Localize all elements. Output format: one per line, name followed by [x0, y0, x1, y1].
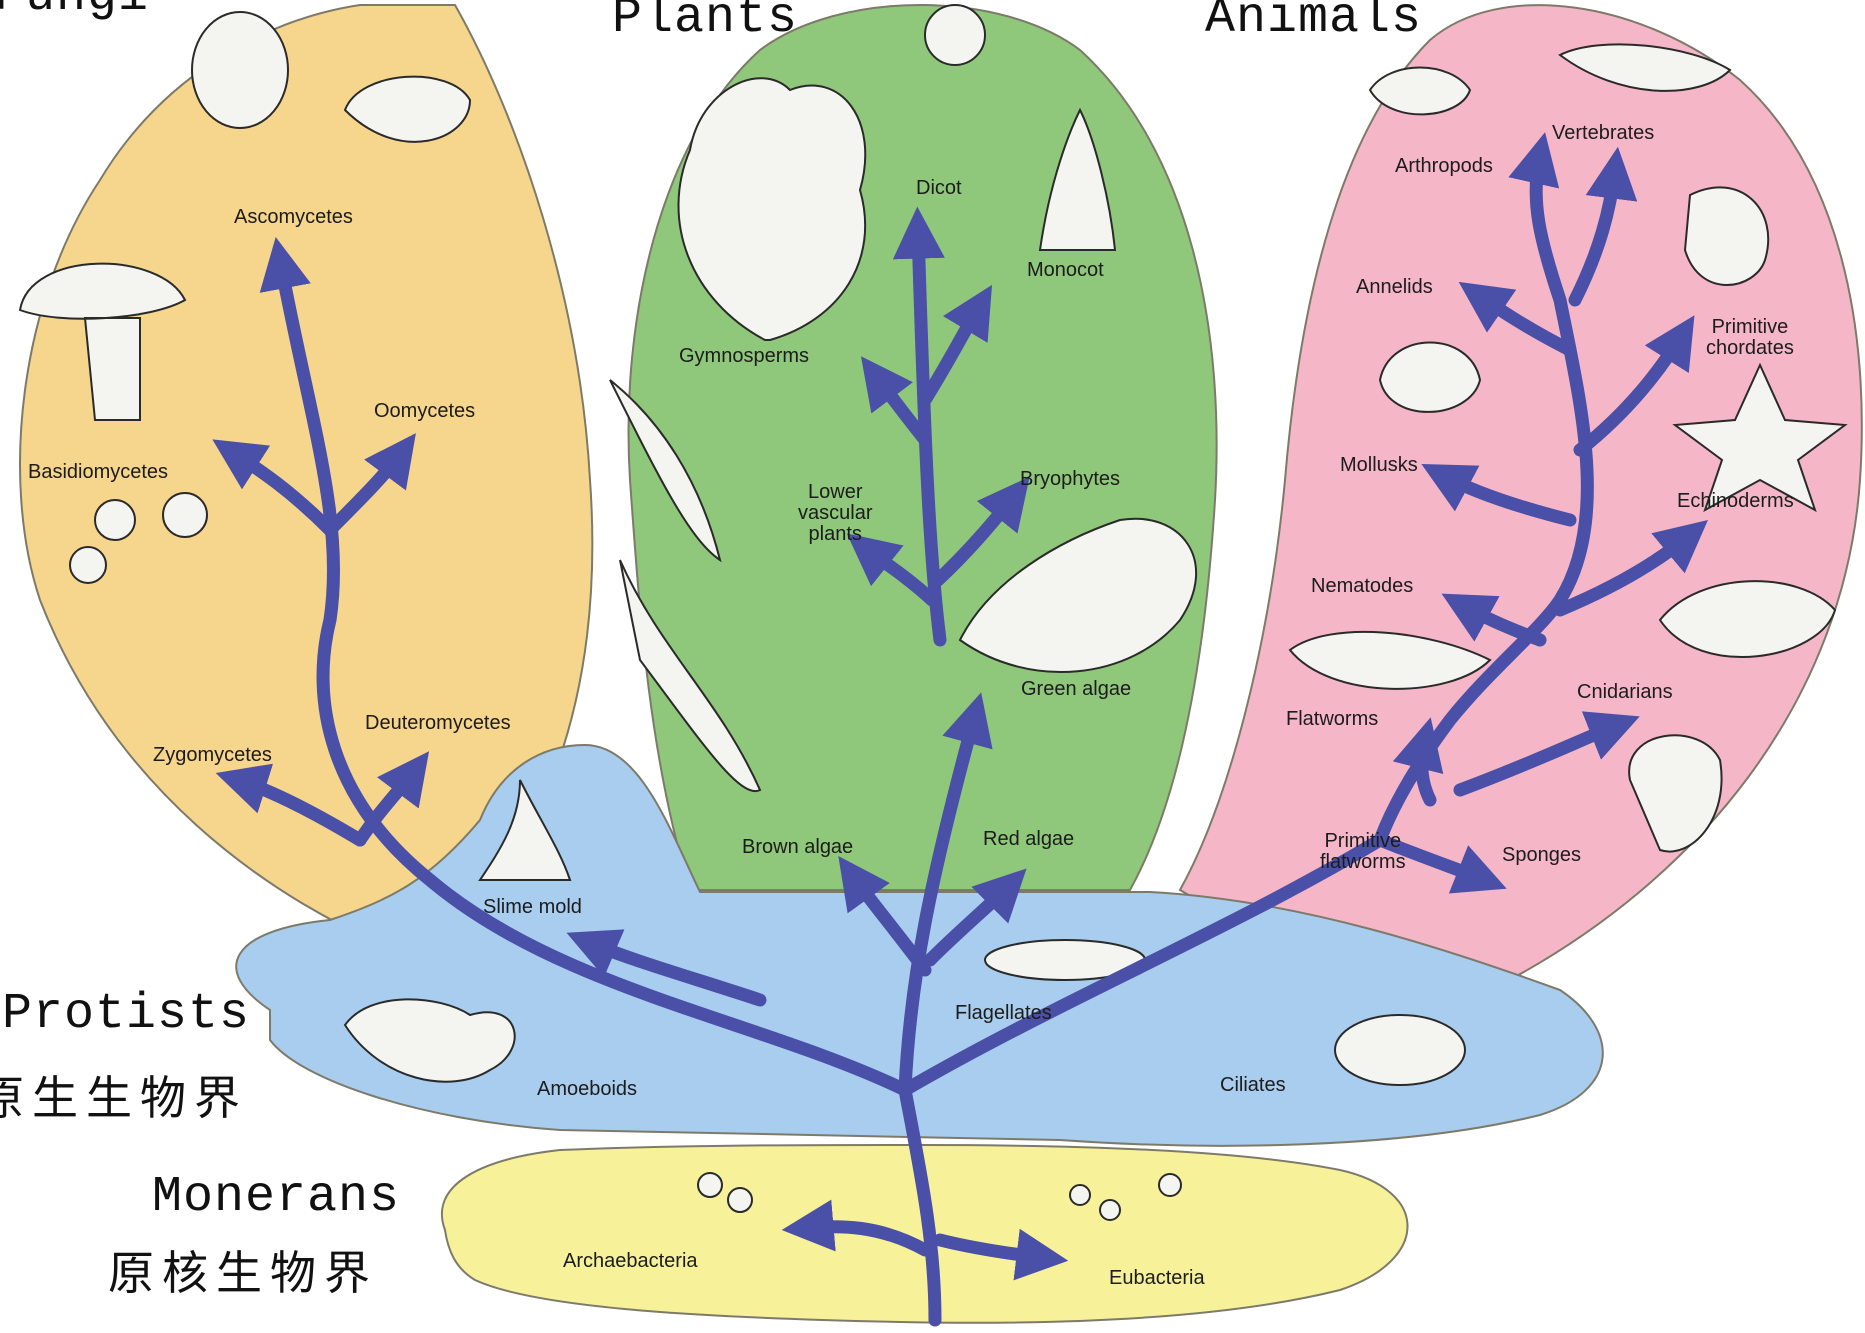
label-basidiomycetes: Basidiomycetes [28, 462, 168, 483]
label-amoeboids: Amoeboids [537, 1079, 637, 1100]
dicot-flower-icon [925, 5, 985, 65]
label-flagellates: Flagellates [955, 1003, 1052, 1024]
label-lower-vascular-plants: Lower vascular plants [798, 482, 872, 545]
fungi-kingdom-title: Fungi [0, 0, 149, 22]
sporangium-icon [70, 547, 106, 583]
bacterium-icon [728, 1188, 752, 1212]
monerans-kingdom-title: Monerans [152, 1173, 400, 1223]
monerans-chinese-title: 原核生物界 [108, 1250, 378, 1296]
label-annelids: Annelids [1356, 277, 1433, 298]
label-primitive-chordates: Primitive chordates [1706, 317, 1794, 359]
protists-kingdom-title: Protists [2, 990, 250, 1040]
label-cnidarians: Cnidarians [1577, 682, 1673, 703]
plants-kingdom-title: Plants [612, 0, 798, 44]
label-primitive-flatworms: Primitive flatworms [1320, 831, 1406, 873]
label-sponges: Sponges [1502, 845, 1581, 866]
label-red-algae: Red algae [983, 829, 1074, 850]
label-mollusks: Mollusks [1340, 455, 1418, 476]
label-flatworms: Flatworms [1286, 709, 1378, 730]
label-ciliates: Ciliates [1220, 1075, 1286, 1096]
protists-chinese-title: 原生生物界 [0, 1075, 248, 1121]
label-gymnosperms: Gymnosperms [679, 346, 809, 367]
label-echinoderms: Echinoderms [1677, 491, 1794, 512]
label-green-algae: Green algae [1021, 679, 1131, 700]
label-vertebrates: Vertebrates [1552, 123, 1654, 144]
label-monocot: Monocot [1027, 260, 1104, 281]
label-bryophytes: Bryophytes [1020, 469, 1120, 490]
label-eubacteria: Eubacteria [1109, 1268, 1205, 1289]
label-brown-algae: Brown algae [742, 837, 853, 858]
label-zygomycetes: Zygomycetes [153, 745, 272, 766]
tunicate-icon [1685, 187, 1768, 285]
morel-icon [192, 12, 288, 128]
label-ascomycetes: Ascomycetes [234, 207, 353, 228]
paramecium-icon [1335, 1015, 1465, 1085]
bacterium-icon [698, 1173, 722, 1197]
sporangium-icon [95, 500, 135, 540]
label-dicot: Dicot [916, 178, 962, 199]
bacterium-icon [1100, 1200, 1120, 1220]
label-deuteromycetes: Deuteromycetes [365, 713, 511, 734]
label-arthropods: Arthropods [1395, 156, 1493, 177]
label-nematodes: Nematodes [1311, 576, 1413, 597]
label-oomycetes: Oomycetes [374, 401, 475, 422]
bacterium-icon [1070, 1185, 1090, 1205]
sporangium-icon [163, 493, 207, 537]
bacterium-icon [1159, 1174, 1181, 1196]
animals-kingdom-title: Animals [1205, 0, 1422, 44]
label-archaebacteria: Archaebacteria [563, 1251, 698, 1272]
label-slime-mold: Slime mold [483, 897, 582, 918]
